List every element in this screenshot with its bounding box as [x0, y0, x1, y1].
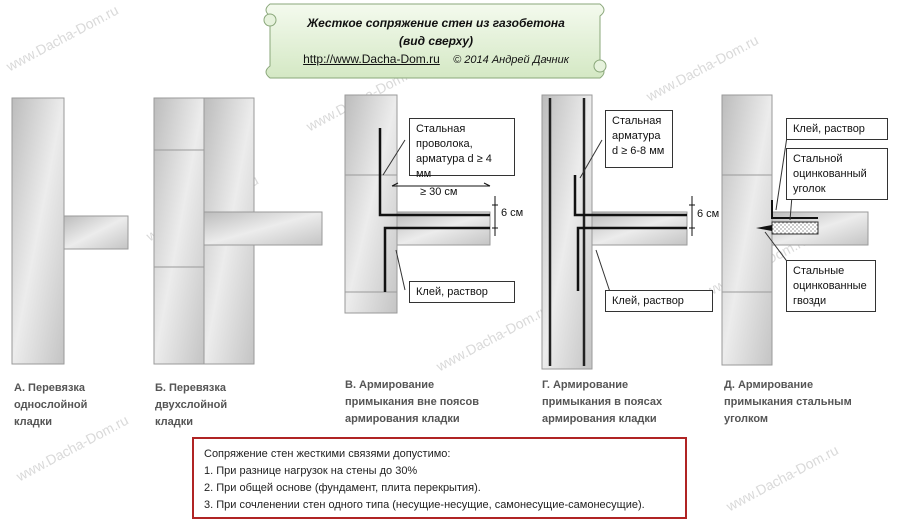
title-line-1: Жесткое сопряжение стен из газобетона — [307, 16, 565, 30]
copyright: © 2014 Андрей Дачник — [453, 54, 569, 66]
label-v-glue: Клей, раствор — [409, 281, 515, 303]
label-d-angle: Стальной оцинкованный уголок — [786, 148, 888, 200]
label-d-nails: Стальные оцинкованные гвозди — [786, 260, 876, 312]
notes-heading: Сопряжение стен жесткими связями допусти… — [204, 448, 451, 460]
notes-box: Сопряжение стен жесткими связями допусти… — [192, 437, 687, 519]
notes-item-2: 2. При общей основе (фундамент, плита пе… — [204, 482, 481, 494]
label-g-glue: Клей, раствор — [605, 290, 713, 312]
dimension-g-gap: 6 см — [697, 208, 720, 220]
wall-v — [344, 94, 498, 314]
caption-b: Б. Перевязка двухслойной кладки — [155, 382, 228, 428]
label-d-glue: Клей, раствор — [786, 118, 888, 140]
label-g-rebar: Стальная арматура d ≥ 6-8 мм — [605, 110, 673, 168]
dimension-v-length: ≥ 30 см — [420, 186, 458, 198]
label-v-wire: Стальная проволока, арматура d ≥ 4 мм — [409, 118, 515, 180]
diagram-title: Жесткое сопряжение стен из газобетона (в… — [276, 14, 596, 69]
site-link[interactable]: http://www.Dacha-Dom.ru — [303, 52, 440, 66]
wall-b — [153, 97, 323, 365]
title-line-2: (вид сверху) — [399, 34, 473, 48]
caption-a: А. Перевязка однослойной кладки — [14, 382, 88, 428]
title-scroll — [263, 3, 607, 79]
dimension-v-gap: 6 см — [501, 207, 524, 219]
wall-d — [721, 94, 869, 366]
caption-v: В. Армирование примыкания вне поясов арм… — [345, 379, 479, 425]
notes-item-1: 1. При разнице нагрузок на стены до 30% — [204, 465, 418, 477]
caption-d: Д. Армирование примыкания стальным уголк… — [724, 379, 852, 425]
wall-a — [11, 97, 129, 365]
wall-g — [541, 94, 695, 370]
notes-item-3: 3. При сочленении стен одного типа (несу… — [204, 499, 645, 511]
caption-g: Г. Армирование примыкания в поясах армир… — [542, 379, 663, 425]
